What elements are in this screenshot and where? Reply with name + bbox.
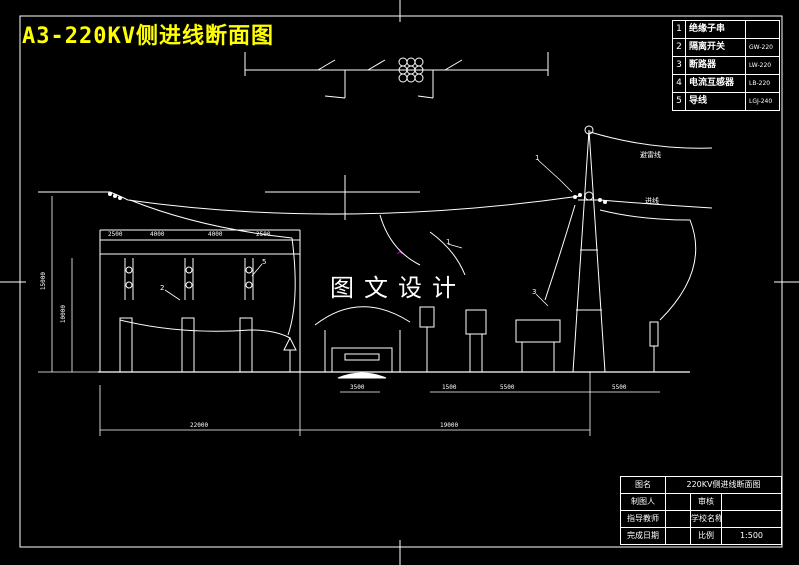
dim-10000: 10000	[60, 305, 67, 324]
callout-2: 2	[160, 284, 165, 292]
dim-1500: 1500	[442, 384, 457, 391]
title-block-row: 图名 220KV侧进线断面图	[621, 477, 781, 494]
single-line-schematic	[244, 52, 549, 99]
legend-row: 4 电流互感器 LB-220	[673, 75, 779, 93]
dim-22000: 22000	[190, 422, 209, 429]
watermark-text: 图文设计	[330, 274, 466, 302]
dim-5500-b: 5500	[612, 384, 627, 391]
left-gantry	[99, 229, 301, 372]
dim-4000-b: 4000	[208, 231, 223, 238]
dimension-lines	[38, 196, 660, 436]
overhead-conductors	[38, 131, 713, 336]
dim-19000: 19000	[440, 422, 459, 429]
title-block: 图名 220KV侧进线断面图 制图人 审核 指导教师 学校名称 完成日期 比例 …	[620, 476, 782, 545]
circuit-breaker	[314, 306, 411, 379]
title-block-row: 制图人 审核	[621, 494, 781, 511]
left-disconnectors	[119, 258, 297, 373]
legend-table: 1 绝缘子串 2 隔离开关 GW-220 3 断路器 LW-220 4 电流互感…	[672, 20, 780, 111]
dim-2500-b: 2500	[256, 231, 271, 238]
dim-2500-a: 2500	[108, 231, 123, 238]
drawing-title: A3-220KV侧进线断面图	[22, 24, 274, 49]
callout-1b: 1	[446, 238, 451, 246]
legend-row: 5 导线 LGJ-240	[673, 93, 779, 110]
dim-5500-a: 5500	[500, 384, 515, 391]
title-block-row: 指导教师 学校名称	[621, 511, 781, 528]
callout-1: 1	[535, 154, 540, 162]
legend-row: 3 断路器 LW-220	[673, 57, 779, 75]
callout-leaders	[164, 159, 573, 307]
lattice-tower	[572, 125, 606, 373]
callout-5: 5	[262, 258, 267, 266]
right-equipment	[419, 306, 659, 372]
ground-wire-label: 避雷线	[640, 151, 661, 159]
dim-3500: 3500	[350, 384, 365, 391]
legend-row: 1 绝缘子串	[673, 21, 779, 39]
dim-4000-a: 4000	[150, 231, 165, 238]
magenta-marker: ^	[396, 251, 404, 261]
dim-15000: 15000	[40, 272, 47, 291]
incoming-line-label: 进线	[645, 197, 659, 205]
callout-3: 3	[532, 288, 537, 296]
title-block-row: 完成日期 比例 1:500	[621, 528, 781, 544]
legend-row: 2 隔离开关 GW-220	[673, 39, 779, 57]
